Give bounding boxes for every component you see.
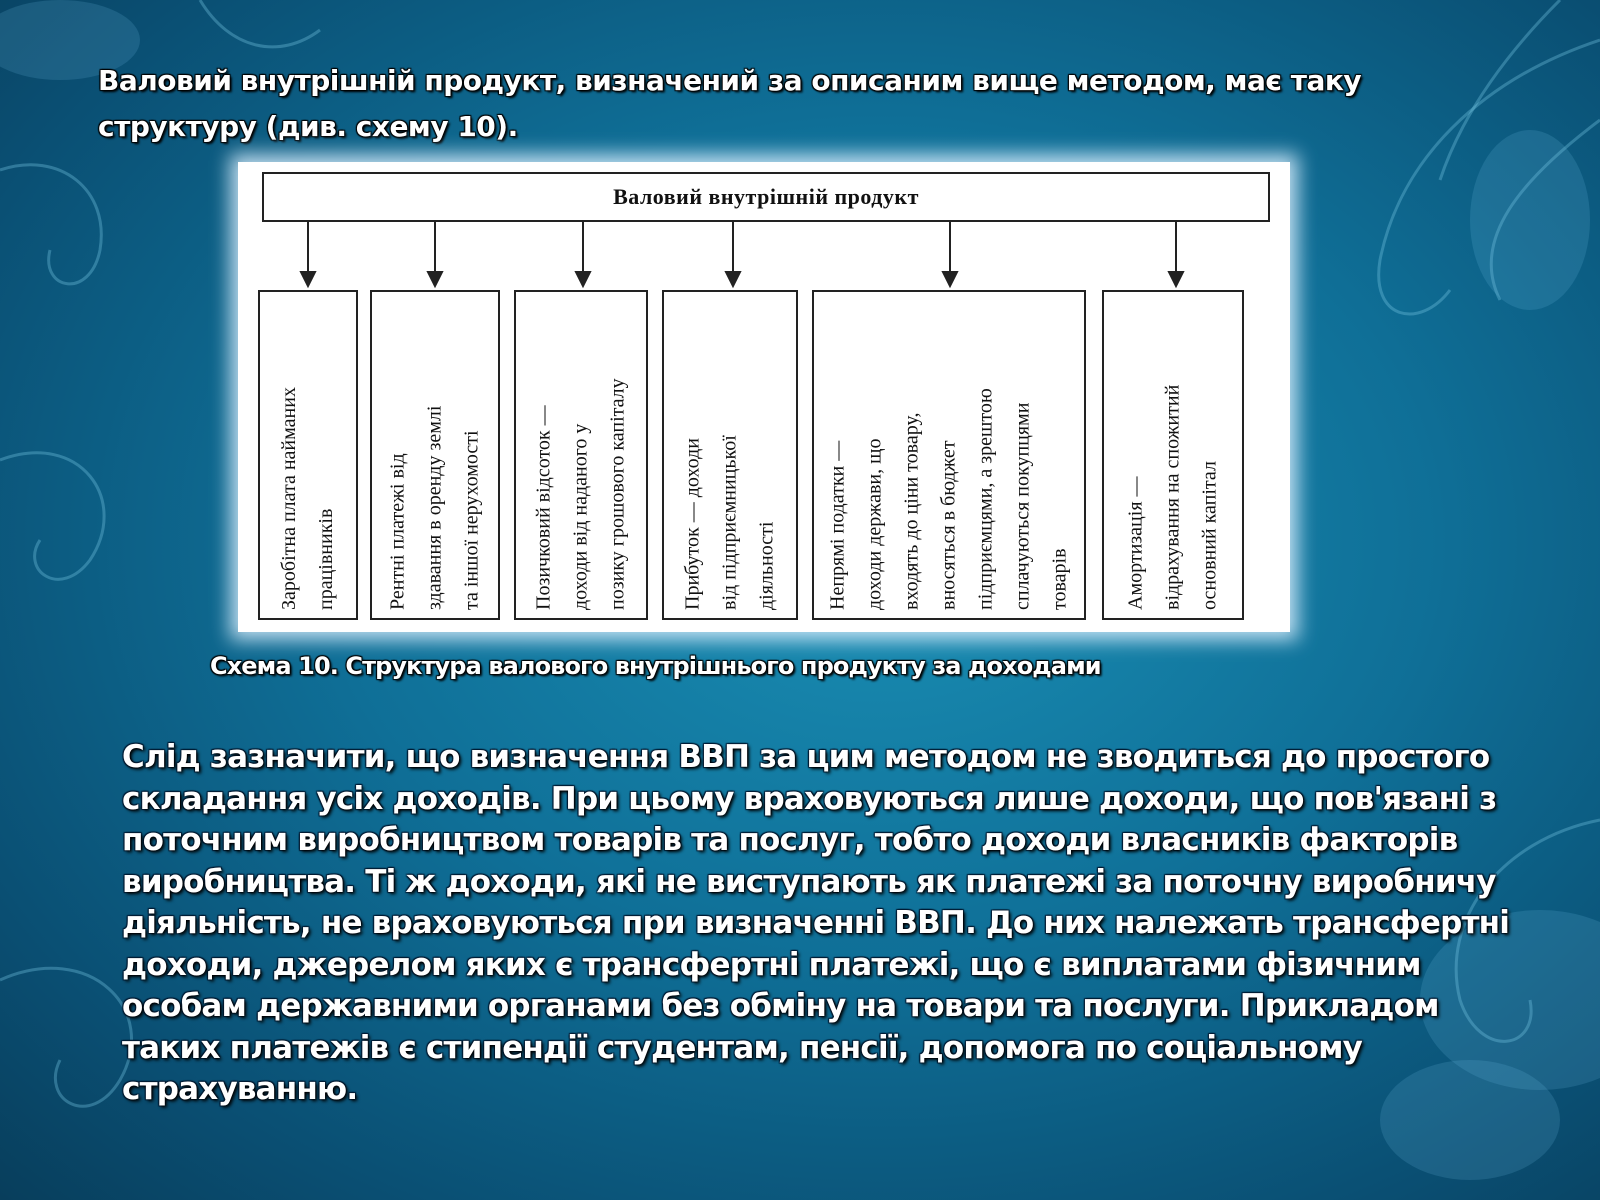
- diagram-caption: Схема 10. Структура валового внутрішньог…: [210, 652, 1102, 680]
- interest-box: Позичковий відсоток — доходи від наданог…: [514, 290, 648, 620]
- wages-box: Заробітна плата найманих працівників: [258, 290, 358, 620]
- profit-box: Прибуток — доходи від підприємницької ді…: [662, 290, 798, 620]
- diagram-connectors: [299, 222, 1185, 289]
- slide-heading: Валовий внутрішній продукт, визначений з…: [98, 64, 1362, 143]
- profit-text: Прибуток — доходи від підприємницької ді…: [681, 435, 778, 610]
- rent-text: Рентні платежі від здавання в оренду зем…: [386, 405, 483, 610]
- gdp-title-box: Валовий внутрішній продукт: [262, 172, 1270, 222]
- body-paragraph: Слід зазначити, що визначення ВВП за цим…: [122, 739, 1510, 1107]
- indirect-taxes-text: Непрямі податки — доходи держави, що вхо…: [826, 388, 1071, 610]
- rent-box: Рентні платежі від здавання в оренду зем…: [370, 290, 500, 620]
- depreciation-text: Амортизація — відрахування на спожитий о…: [1124, 384, 1221, 610]
- wages-text: Заробітна плата найманих працівників: [278, 387, 337, 610]
- depreciation-box: Амортизація — відрахування на спожитий о…: [1102, 290, 1244, 620]
- gdp-structure-diagram: Валовий внутрішній продукт Заробітна пла…: [238, 162, 1290, 632]
- interest-text: Позичковий відсоток — доходи від наданог…: [532, 378, 629, 610]
- indirect-taxes-box: Непрямі податки — доходи держави, що вхо…: [812, 290, 1086, 620]
